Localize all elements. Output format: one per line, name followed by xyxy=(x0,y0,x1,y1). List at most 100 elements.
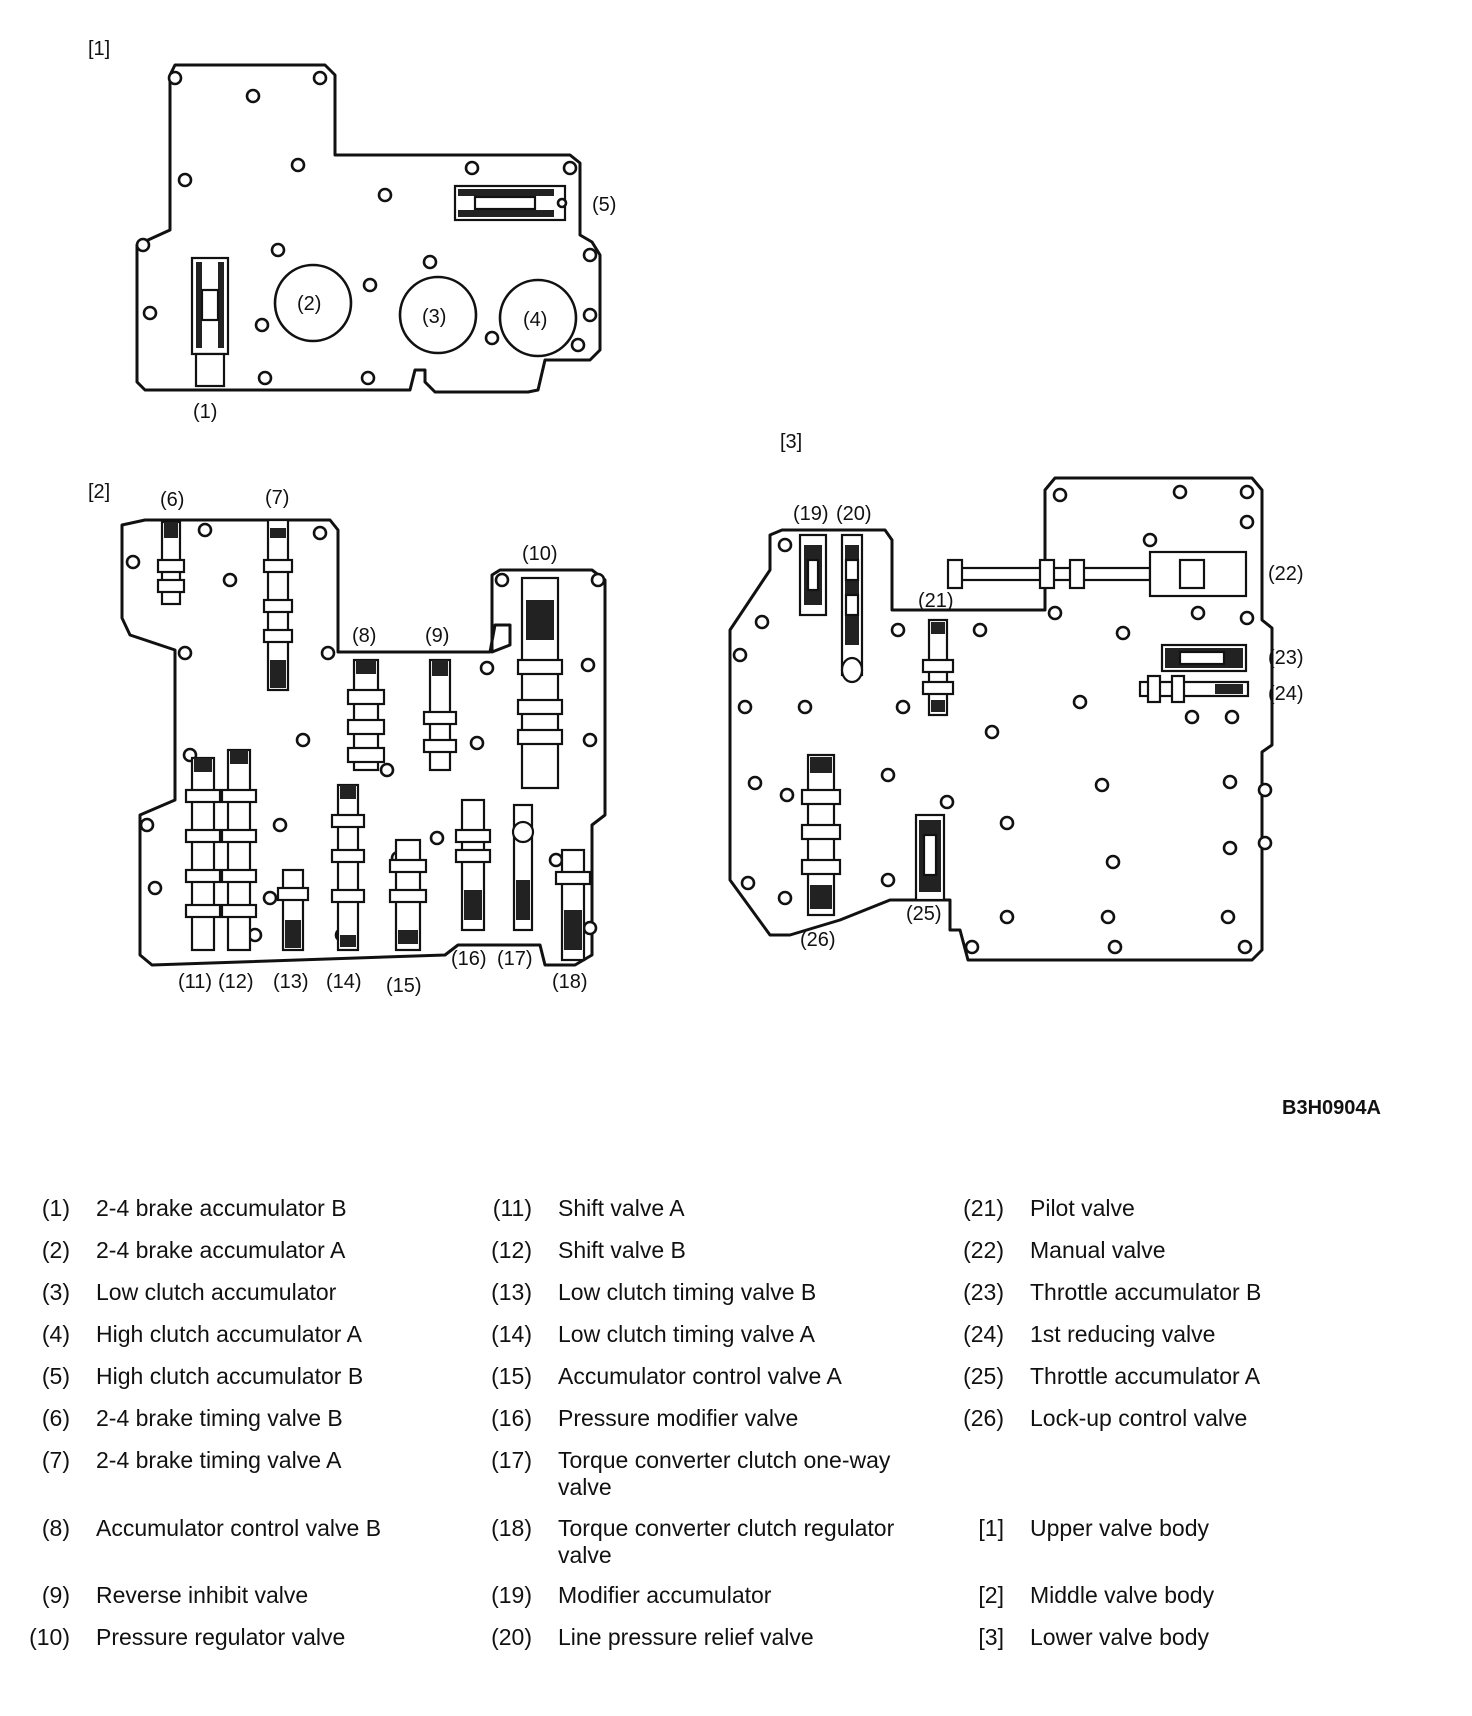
bolt-hole xyxy=(479,660,495,676)
legend-label: Lower valve body xyxy=(1030,1624,1209,1650)
legend-label: Reverse inhibit valve xyxy=(96,1582,309,1608)
legend-label: Torque converter clutch regulator valve xyxy=(558,1515,895,1568)
legend-label: Manual valve xyxy=(1030,1237,1166,1263)
bolt-hole xyxy=(270,242,286,258)
valve-16 xyxy=(454,798,492,932)
legend-label: Low clutch timing valve B xyxy=(558,1279,817,1305)
bolt-hole xyxy=(320,645,336,661)
body-label-2: [2] xyxy=(88,481,110,503)
bolt-hole xyxy=(1105,854,1121,870)
callout-19: (19) xyxy=(793,503,829,525)
bolt-hole xyxy=(464,160,480,176)
bolt-hole xyxy=(494,572,510,588)
valve-15 xyxy=(388,838,428,952)
bolt-hole xyxy=(740,875,756,891)
legend-label: High clutch accumulator A xyxy=(96,1321,362,1347)
callout-24: (24) xyxy=(1268,683,1304,705)
bolt-hole xyxy=(570,337,586,353)
bolt-hole xyxy=(1142,532,1158,548)
callout-2: (2) xyxy=(297,293,321,315)
bolt-hole xyxy=(582,247,598,263)
bolt-hole xyxy=(362,277,378,293)
callout-11: (11) xyxy=(178,971,212,993)
valve-14 xyxy=(330,783,366,952)
bolt-hole xyxy=(1052,487,1068,503)
legend-number: (16) xyxy=(491,1405,532,1431)
valve-26 xyxy=(800,753,842,917)
legend-number: (14) xyxy=(491,1321,532,1347)
bolt-hole xyxy=(999,909,1015,925)
legend-label: 1st reducing valve xyxy=(1030,1321,1216,1347)
bolt-hole xyxy=(147,880,163,896)
body-label-1: [1] xyxy=(88,38,110,60)
bolt-hole xyxy=(964,939,980,955)
bolt-hole xyxy=(582,732,598,748)
accumulator-bore-4 xyxy=(498,278,578,358)
legend-label: Shift valve A xyxy=(558,1195,685,1221)
callout-4: (4) xyxy=(523,309,547,331)
bolt-hole xyxy=(484,330,500,346)
legend-label: 2-4 brake timing valve A xyxy=(96,1447,342,1473)
bolt-hole xyxy=(1239,610,1255,626)
bolt-hole xyxy=(469,735,485,751)
legend-number: (19) xyxy=(491,1582,532,1608)
bolt-hole xyxy=(167,70,183,86)
bolt-hole xyxy=(939,794,955,810)
legend-number: (26) xyxy=(963,1405,1004,1431)
legend-number: (18) xyxy=(491,1515,532,1541)
bolt-hole xyxy=(254,317,270,333)
valve-11 xyxy=(184,756,222,952)
callout-10: (10) xyxy=(522,543,558,565)
bolt-hole xyxy=(422,254,438,270)
callout-16: (16) xyxy=(451,948,487,970)
legend-label: Throttle accumulator A xyxy=(1030,1363,1261,1389)
upper-valve-body-outline xyxy=(135,63,602,394)
legend-number: (25) xyxy=(963,1363,1004,1389)
legend-number: (10) xyxy=(29,1624,70,1650)
bolt-hole xyxy=(245,88,261,104)
bolt-hole xyxy=(779,787,795,803)
legend-number: (6) xyxy=(41,1405,70,1431)
bolt-hole xyxy=(177,172,193,188)
middle-valve-body: [2] (6) xyxy=(88,481,607,997)
callout-18: (18) xyxy=(552,971,588,993)
bolt-hole xyxy=(1190,605,1206,621)
bolt-hole xyxy=(895,699,911,715)
bolt-hole xyxy=(1072,694,1088,710)
legend-number: (12) xyxy=(491,1237,532,1263)
legend-label: High clutch accumulator B xyxy=(96,1363,364,1389)
bolt-hole xyxy=(754,614,770,630)
bolt-hole xyxy=(1047,605,1063,621)
callout-5: (5) xyxy=(592,194,616,216)
callout-9: (9) xyxy=(425,625,449,647)
callout-17: (17) xyxy=(497,948,533,970)
legend-number: (15) xyxy=(491,1363,532,1389)
legend-number: [3] xyxy=(978,1624,1004,1650)
bolt-hole xyxy=(125,554,141,570)
bolt-hole xyxy=(1222,774,1238,790)
legend-label: Accumulator control valve B xyxy=(96,1515,382,1541)
legend-label: Pressure modifier valve xyxy=(558,1405,799,1431)
legend-number: (17) xyxy=(491,1447,532,1473)
bolt-hole xyxy=(880,872,896,888)
bolt-hole xyxy=(1239,484,1255,500)
callout-14: (14) xyxy=(326,971,362,993)
callout-20: (20) xyxy=(836,503,872,525)
bolt-hole xyxy=(1237,939,1253,955)
bolt-hole xyxy=(360,370,376,386)
bolt-hole xyxy=(582,920,598,936)
upper-valve-body: [1] (2) (3) (4) xyxy=(88,38,616,423)
bolt-hole xyxy=(1222,840,1238,856)
bolt-hole xyxy=(747,775,763,791)
legend-number: (7) xyxy=(41,1447,70,1473)
legend-number: (3) xyxy=(41,1279,70,1305)
bolt-hole xyxy=(580,657,596,673)
bolt-hole xyxy=(890,622,906,638)
legend-number: (8) xyxy=(41,1515,70,1541)
valve-12 xyxy=(220,748,258,952)
middle-valve-body-outline xyxy=(120,518,607,967)
legend-number: (13) xyxy=(491,1279,532,1305)
bolt-hole xyxy=(797,699,813,715)
callout-25: (25) xyxy=(906,903,942,925)
accumulator-bore-2 xyxy=(273,263,353,343)
